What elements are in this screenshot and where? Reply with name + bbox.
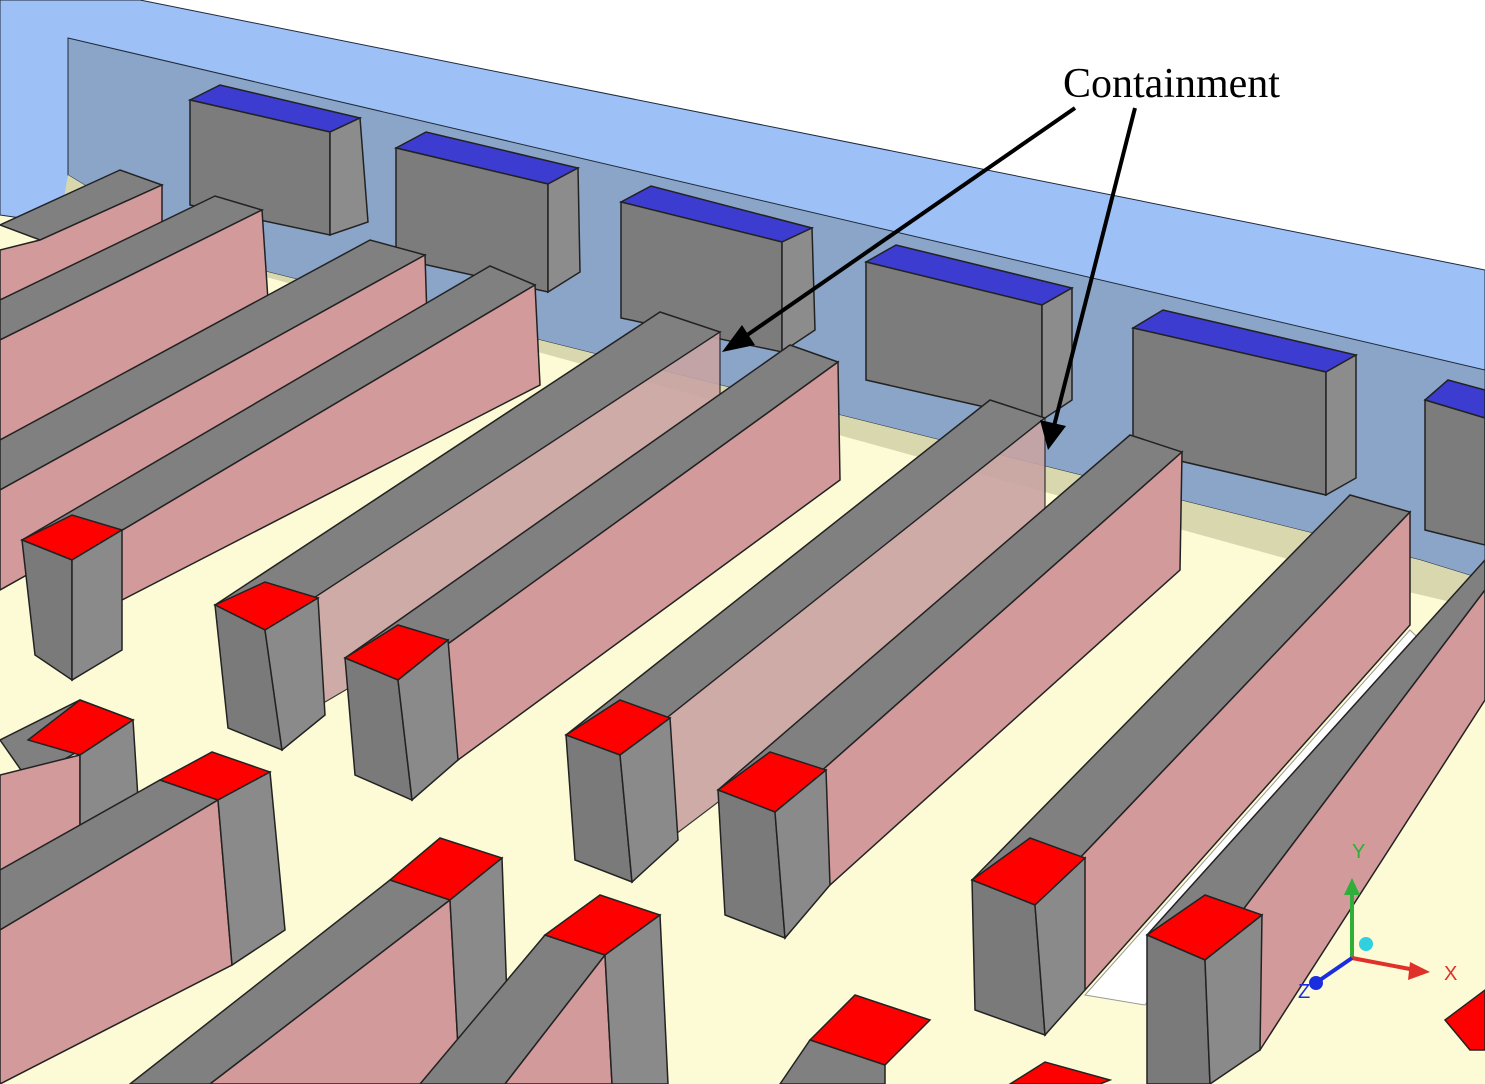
crah-unit <box>1423 379 1485 546</box>
back-wall-top <box>0 0 1485 270</box>
contained-rack-pair <box>213 311 841 802</box>
rack-row <box>419 894 669 1084</box>
crah-unit <box>863 244 1075 422</box>
callout-arrow <box>1040 107 1137 450</box>
z-axis-arrowhead <box>1309 976 1323 990</box>
contained-rack-pair <box>564 399 1184 940</box>
rack-row <box>1443 989 1485 1051</box>
rack-row <box>970 494 1412 1037</box>
crah-unit <box>393 131 581 294</box>
rack-row <box>0 169 165 301</box>
axis-triad: Y X Z <box>1298 841 1457 1003</box>
origin-marker <box>1359 937 1373 951</box>
rack-end-cap <box>1443 989 1485 1051</box>
x-axis-label: X <box>1444 963 1457 985</box>
rack-end-cap <box>1008 1061 1113 1084</box>
z-axis <box>1318 956 1354 982</box>
y-axis-label: Y <box>1352 841 1365 863</box>
callout-arrow <box>722 106 1077 352</box>
callout-label: Containment <box>1063 61 1280 107</box>
rack-row <box>1145 558 1485 1084</box>
x-axis-arrowhead <box>1408 962 1430 980</box>
rack-row <box>20 265 541 682</box>
rack-row <box>1008 1061 1113 1084</box>
rack-row <box>0 751 286 1084</box>
y-axis-arrowhead <box>1344 878 1360 895</box>
rack-row <box>779 994 932 1084</box>
crah-unit <box>187 84 369 237</box>
x-axis <box>1351 956 1416 972</box>
z-axis-label: Z <box>1298 981 1310 1003</box>
